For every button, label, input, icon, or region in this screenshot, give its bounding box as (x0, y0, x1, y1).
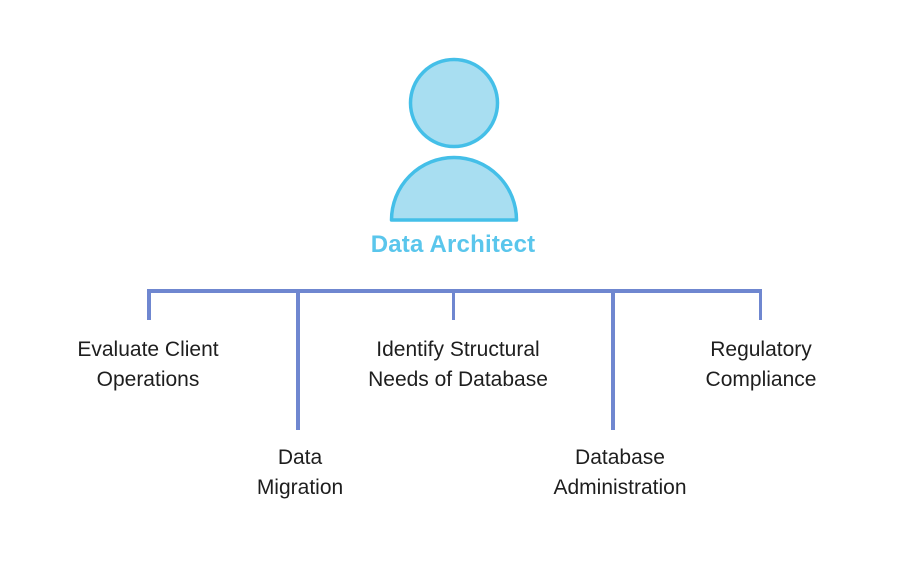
label-data-migration: Data Migration (256, 446, 344, 499)
person-shoulders (389, 155, 519, 222)
person-head (408, 57, 500, 149)
connector-drop-data-migration (296, 289, 300, 430)
person-icon (389, 57, 519, 222)
label-database-administration: Database Administration (553, 446, 687, 499)
label-identify-structural-needs: Identify Structural Needs of Database (368, 338, 548, 391)
label-regulatory-compliance: Regulatory Compliance (705, 338, 817, 391)
connector-drop-regulatory-compliance (758, 289, 762, 320)
label-evaluate-client-operations: Evaluate Client Operations (77, 338, 219, 391)
connector-drop-database-administration (611, 289, 615, 430)
connector-drop-identify-structural-needs (451, 289, 455, 320)
connector-drop-evaluate-client-operations (147, 289, 151, 320)
role-title: Data Architect (370, 231, 536, 258)
